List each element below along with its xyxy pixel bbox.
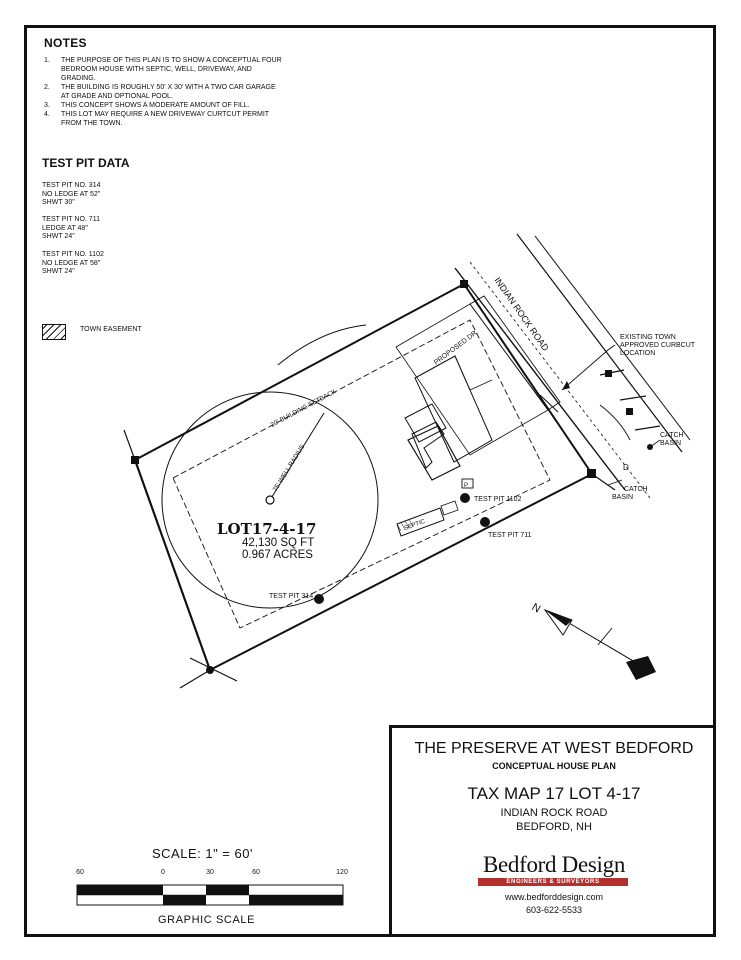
test-pit-1102-marker [460, 493, 470, 503]
note-number: 2. [44, 84, 50, 91]
scale-tick-label: 60 [76, 869, 84, 876]
town-name: BEDFORD, NH [516, 821, 592, 833]
well-icon [265, 495, 275, 505]
project-title: THE PRESERVE AT WEST BEDFORD [414, 740, 694, 757]
catch-basin-label: BASIN [612, 494, 633, 501]
test-pit-ledge: NO LEDGE AT 52" [42, 190, 101, 198]
boundary-monument [131, 456, 139, 464]
test-pit-shwt: SHWT 30" [42, 199, 75, 206]
note-number: 1. [44, 57, 50, 64]
building-setback-line [172, 319, 551, 629]
note-item: 2. THE BUILDING IS ROUGHLY 50' X 30' WITH… [44, 83, 284, 101]
scale-tick-label: 120 [336, 869, 348, 876]
notes-title: NOTES [44, 36, 87, 50]
house-footprint [404, 355, 493, 481]
title-block: THE PRESERVE AT WEST BEDFORD CONCEPTUAL … [389, 725, 716, 937]
curbcut-label: APPROVED CURBCUT [620, 342, 696, 349]
well-radius-label: 75' WELL RADIUS [272, 443, 307, 493]
test-pit-entry: TEST PIT NO. 1102 NO LEDGE AT 58" SHWT 2… [42, 251, 104, 277]
graphic-scale-label: GRAPHIC SCALE [158, 914, 256, 926]
note-item: 3. THIS CONCEPT SHOWS A MODERATE AMOUNT O… [44, 101, 284, 110]
boundary-extension [123, 429, 136, 461]
catch-basin-label: CATCH [660, 432, 684, 439]
test-pit-ledge: LEDGE AT 48" [42, 224, 88, 232]
test-pit-314-label: TEST PIT 314 [269, 593, 313, 600]
proposed-driveway [469, 295, 561, 411]
tree-line-arc [277, 324, 367, 366]
easement-label: TOWN EASEMENT [80, 326, 142, 333]
well-radius-line [269, 412, 325, 501]
road-edge [534, 235, 691, 441]
scale-tick-label: 30 [206, 869, 214, 876]
pool-icon [461, 478, 474, 489]
test-pit-name: TEST PIT NO. 1102 [42, 251, 104, 258]
lot-area-sqft: 42,130 SQ FT [242, 537, 314, 549]
curbcut-markers [539, 369, 661, 431]
curbcut-label: EXISTING TOWN [620, 334, 676, 341]
test-pit-shwt: SHWT 24" [42, 268, 75, 275]
catch-basin-label: CATCH [624, 486, 648, 493]
test-pit-title: TEST PIT DATA [42, 156, 130, 170]
note-text: THE PURPOSE OF THIS PLAN IS TO SHOW A CO… [61, 57, 282, 82]
road-edge [454, 267, 626, 491]
plan-subtitle: CONCEPTUAL HOUSE PLAN [492, 761, 616, 771]
test-pit-entry: TEST PIT NO. 314 NO LEDGE AT 52" SHWT 30… [42, 182, 101, 208]
drawing-border [24, 25, 716, 937]
company-website[interactable]: www.bedforddesign.com [504, 892, 604, 902]
easement-hatch-swatch [42, 324, 66, 340]
curbcut-label: LOCATION [620, 350, 655, 357]
catch-basin-label: BASIN [660, 440, 681, 447]
company-logo: Bedford Design [482, 852, 626, 877]
company-phone: 603-622-5533 [525, 905, 583, 915]
boundary-extension [179, 669, 211, 689]
test-pit-name: TEST PIT NO. 314 [42, 182, 101, 189]
note-item: 4. THIS LOT MAY REQUIRE A NEW DRIVEWAY CU… [44, 110, 284, 128]
test-pit-ledge: NO LEDGE AT 58" [42, 259, 101, 267]
proposed-drive-label: PROPOSED DR. [433, 329, 480, 367]
north-arrow [543, 608, 656, 680]
graphic-scale-bar [76, 884, 344, 906]
company-tagline: ENGINEERS & SURVEYORS [478, 878, 628, 886]
curbcut-arrow [562, 381, 570, 390]
scale-tick-label: 60 [252, 869, 260, 876]
notes-list: 1. THE PURPOSE OF THIS PLAN IS TO SHOW A … [44, 56, 284, 128]
well-radius-circle [161, 391, 379, 609]
scale-tick-label: 0 [161, 869, 165, 876]
d-marker: D [623, 463, 629, 472]
north-label: N [530, 601, 543, 615]
pool-label: P [464, 483, 468, 489]
curbcut-leader [561, 344, 616, 391]
boundary-monument [587, 469, 596, 478]
road-edge [516, 233, 683, 453]
test-pit-name: TEST PIT NO. 711 [42, 216, 100, 223]
catch-basin-1-leader [649, 439, 661, 448]
lot-number: LOT17-4-17 [217, 520, 316, 538]
curbcut-arc [599, 404, 631, 441]
test-pit-711-label: TEST PIT 711 [488, 532, 532, 539]
tax-map-label: TAX MAP 17 LOT 4-17 [467, 784, 641, 803]
septic-field [396, 500, 459, 537]
note-text: THIS LOT MAY REQUIRE A NEW DRIVEWAY CURT… [61, 111, 269, 127]
lot-area-acres: 0.967 ACRES [242, 549, 313, 561]
boundary-monument [206, 666, 214, 674]
lot-boundary-side [134, 459, 211, 671]
row-line [469, 261, 651, 499]
catch-basin-2-leader [607, 479, 623, 486]
note-text: THE BUILDING IS ROUGHLY 50' X 30' WITH A… [61, 84, 276, 100]
test-pit-711-marker [480, 517, 490, 527]
test-pit-entry: TEST PIT NO. 711 LEDGE AT 48" SHWT 24" [42, 216, 100, 242]
lot-boundary [133, 282, 594, 672]
scale-label: SCALE: 1" = 60' [152, 846, 253, 861]
test-pit-1102-label: TEST PIT 1102 [474, 496, 522, 503]
road-name: INDIAN ROCK ROAD [500, 807, 608, 819]
test-pit-314-marker [314, 594, 324, 604]
note-number: 3. [44, 102, 50, 109]
boundary-monument [460, 280, 468, 288]
road-label: INDIAN ROCK ROAD [492, 275, 551, 353]
note-number: 4. [44, 111, 50, 118]
note-text: THIS CONCEPT SHOWS A MODERATE AMOUNT OF … [61, 102, 250, 109]
note-item: 1. THE PURPOSE OF THIS PLAN IS TO SHOW A … [44, 56, 284, 83]
test-pit-shwt: SHWT 24" [42, 233, 75, 240]
